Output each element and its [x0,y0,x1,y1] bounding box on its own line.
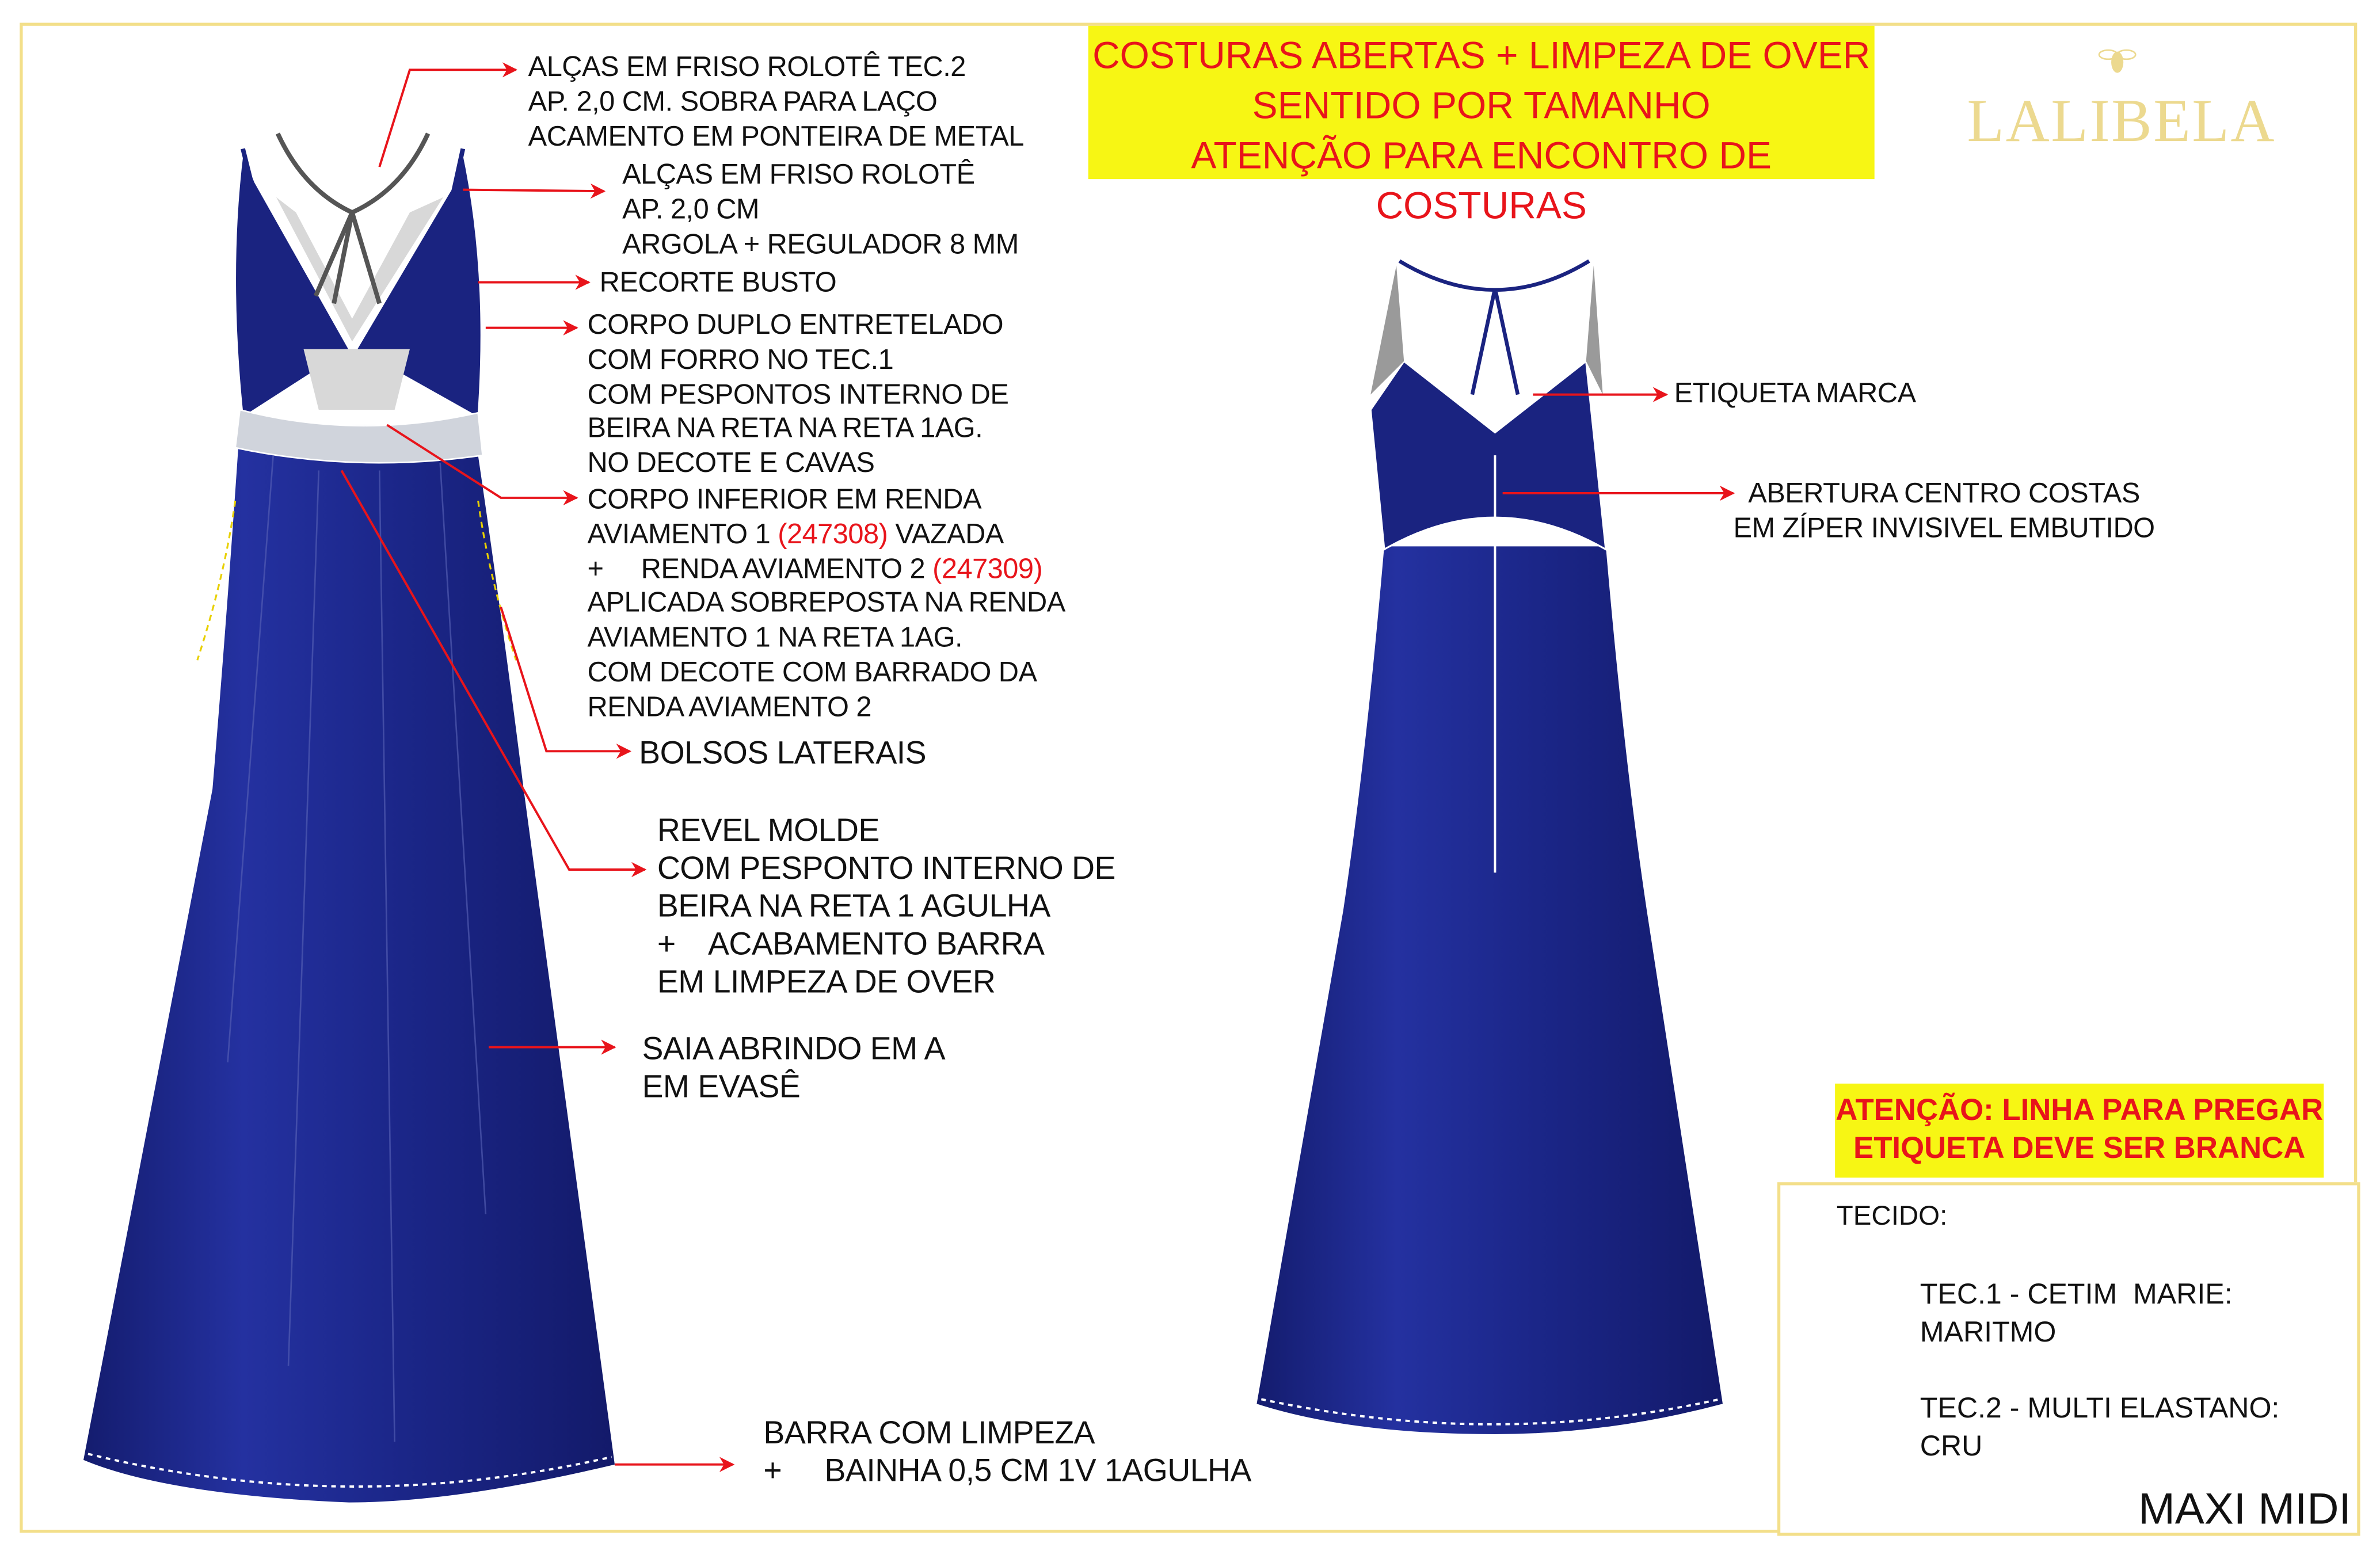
callout-arrows [340,62,1735,1472]
text-line: TEC.1 - CETIM MARIE: [1920,1279,2233,1312]
text-line: MARITMO [1920,1317,2057,1350]
note-line: COSTURAS ABERTAS + LIMPEZA DE OVER [1092,35,1871,78]
text-line: ALÇAS EM FRISO ROLOTÊ [622,158,975,190]
note-corpo-inferior: CORPO INFERIOR EM RENDA AVIAMENTO 1 (247… [587,482,1066,725]
front-lace-waist [234,409,484,464]
back-dress [1256,259,1723,1434]
text-line: + BAINHA 0,5 CM 1V 1AGULHA [763,1454,1251,1489]
model-name: MAXI MIDI [2138,1485,2351,1535]
text-line: ALÇAS EM FRISO ROLOTÊ TEC.2 [528,50,966,82]
note-abertura: ABERTURA CENTRO COSTAS EM ZÍPER INVISIVE… [1733,477,2155,546]
note-line: SENTIDO POR TAMANHO [1252,85,1711,128]
text-line: COM DECOTE COM BARRADO DA [587,656,1038,688]
fabric-title: TECIDO: [1836,1200,1948,1231]
text-line: COM PESPONTOS INTERNO DE [587,377,1009,409]
note-corpo-duplo: CORPO DUPLO ENTRETELADO COM FORRO NO TEC… [588,308,1009,481]
back-lining [1370,265,1603,395]
fabric-tec1: TEC.1 - CETIM MARIE: MARITMO [1920,1276,2233,1352]
text-line: EM EVASÊ [642,1070,801,1105]
text: + RENDA AVIAMENTO 2 [587,551,933,584]
text-line: BARRA COM LIMPEZA [763,1416,1095,1451]
trim-code: (247309) [932,551,1043,584]
back-bodice [1369,359,1607,551]
bee-icon [2098,49,2137,73]
fabric-legend: TECIDO: TEC.1 - CETIM MARIE: MARITMO TEC… [1777,1182,2360,1536]
text-line: APLICADA SOBREPOSTA NA RENDA [587,586,1066,619]
arrow-alcas [463,183,606,199]
text-line: EM LIMPEZA DE OVER [657,965,996,1000]
arrow-corpo-inferior [386,424,578,506]
arrow-alcas-tec2 [378,62,518,167]
text: VAZADA [888,517,1004,550]
note-recorte: RECORTE BUSTO [599,265,837,298]
text-line: AVIAMENTO 1 NA RETA 1AG. [587,621,963,653]
text-line: RENDA AVIAMENTO 2 [587,690,872,722]
text-line: EM ZÍPER INVISIVEL EMBUTIDO [1733,511,2155,543]
front-skirt [83,425,615,1503]
text-line: AVIAMENTO 1 (247308) VAZADA [588,517,1065,552]
text-line: BEIRA NA RETA 1 AGULHA [657,889,1050,924]
text-line: SAIA ABRINDO EM A [642,1032,945,1067]
note-bolsos: BOLSOS LATERAIS [639,736,927,771]
front-lace-v [276,197,444,342]
note-saia: SAIA ABRINDO EM A EM EVASÊ [642,1031,945,1107]
neck-tie [275,132,431,304]
arrow-revel [340,470,647,878]
text-line: ABERTURA CENTRO COSTAS [1748,477,2140,509]
arrow-bolsos [500,607,631,759]
note-alcas-tec2: ALÇAS EM FRISO ROLOTÊ TEC.2 AP. 2,0 CM. … [528,50,1025,154]
warning-line: ETIQUETA DEVE SER BRANCA [1853,1132,2306,1166]
text-line: CORPO INFERIOR EM RENDA [587,482,982,515]
text-line: BEIRA NA RETA NA RETA 1AG. [587,411,983,444]
text-line: TEC.2 - MULTI ELASTANO: [1920,1393,2280,1426]
text-line: CRU [1920,1431,1983,1464]
text-line: + ACABAMENTO BARRA [657,927,1045,962]
text-line: COM FORRO NO TEC.1 [587,342,894,375]
text-line: NO DECOTE E CAVAS [587,446,875,479]
note-alcas: ALÇAS EM FRISO ROLOTÊ AP. 2,0 CM ARGOLA … [622,158,1019,261]
note-barra: BARRA COM LIMPEZA + BAINHA 0,5 CM 1V 1AG… [763,1415,1251,1491]
trim-code: (247308) [778,517,888,550]
label-thread-warning: ATENÇÃO: LINHA PARA PREGAR ETIQUETA DEVE… [1835,1083,2324,1178]
text-line: ARGOLA + REGULADOR 8 MM [622,227,1019,259]
text: AVIAMENTO 1 [587,517,778,550]
text-line: ACAMENTO EM PONTEIRA DE METAL [528,119,1025,151]
back-skirt [1256,546,1723,1434]
text-line: REVEL MOLDE [657,813,880,849]
text-line: AP. 2,0 CM. SOBRA PARA LAÇO [528,85,938,117]
front-lace-center [303,349,410,410]
fabric-tec2: TEC.2 - MULTI ELASTANO: CRU [1920,1390,2280,1466]
sheet-border [20,22,2358,1533]
text-line: COM PESPONTO INTERNO DE [657,851,1116,887]
back-straps [1398,259,1590,395]
front-dress [83,132,615,1503]
text-line: AP. 2,0 CM [622,192,760,224]
brand-logo: LALIBELA [1967,86,2276,155]
note-revel: REVEL MOLDE COM PESPONTO INTERNO DE BEIR… [657,812,1116,1002]
seam-note: COSTURAS ABERTAS + LIMPEZA DE OVER SENTI… [1088,25,1875,228]
text-line: + RENDA AVIAMENTO 2 (247309) [588,552,1065,586]
text-line: CORPO DUPLO ENTRETELADO [587,308,1004,340]
note-line: ATENÇÃO PARA ENCONTRO DE COSTURAS [1191,135,1772,228]
note-etiqueta: ETIQUETA MARCA [1674,376,1917,409]
warning-line: ATENÇÃO: LINHA PARA PREGAR [1836,1094,2324,1128]
